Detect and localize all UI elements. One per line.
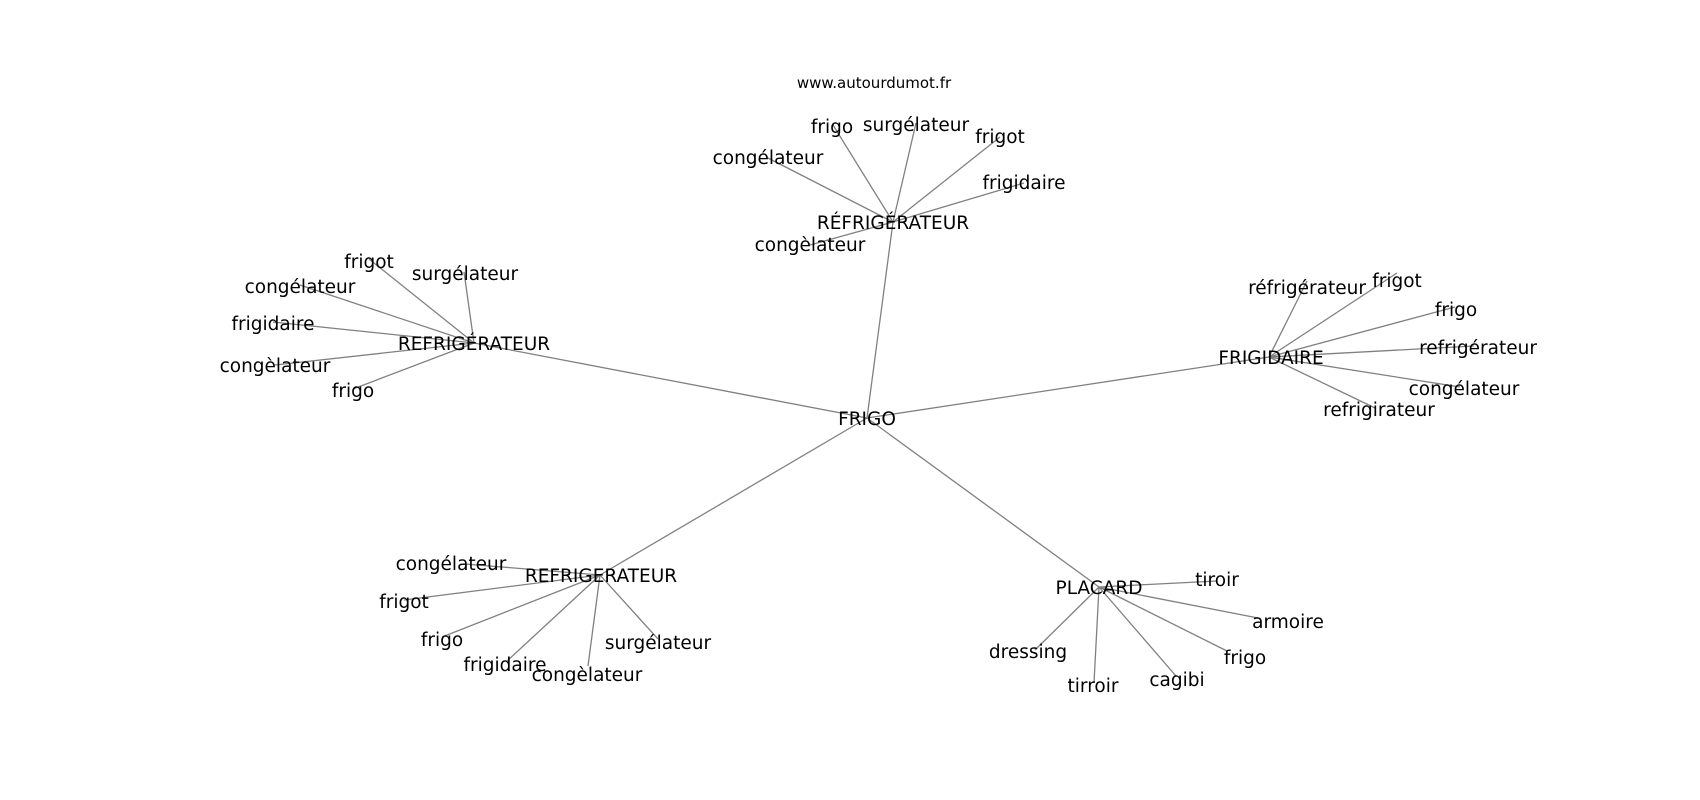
edge-root-cluster-2 (473, 342, 868, 419)
cluster-2-leaf-1: frigot (344, 252, 394, 273)
cluster-1-leaf-1: frigo (811, 117, 853, 138)
cluster-4-leaf-2: frigot (379, 592, 429, 613)
cluster-3-leaf-3: frigo (1435, 300, 1477, 321)
cluster-5-leaf-5: tirroir (1068, 676, 1119, 697)
edge-root-cluster-5 (866, 417, 1100, 588)
cluster-2-leaf-5: congèlateur (220, 356, 331, 377)
cluster-2-leaf-6: frigo (332, 381, 374, 402)
cluster-5-leaf-4: cagibi (1149, 670, 1204, 691)
cluster-1-leaf-6: congèlateur (755, 235, 866, 256)
edge-cluster-3-leaf-1 (1268, 280, 1308, 358)
cluster-2-leaf-4: frigidaire (232, 314, 315, 335)
cluster-4-leaf-1: congélateur (396, 554, 507, 575)
cluster-3-hub: FRIGIDAIRE (1218, 348, 1323, 369)
edge-root-cluster-4 (599, 417, 868, 576)
edge-cluster-2-leaf-3 (299, 284, 475, 344)
edge-root-cluster-3 (866, 356, 1270, 419)
cluster-4-leaf-5: congèlateur (532, 665, 643, 686)
edge-cluster-5-leaf-1 (1098, 580, 1218, 588)
root-node: FRIGO (838, 409, 896, 430)
cluster-3-leaf-4: refrigérateur (1419, 338, 1537, 359)
cluster-2: frigot surgélateur congélateur frigidair… (220, 252, 551, 402)
edge-cluster-2-leaf-1 (368, 258, 475, 344)
cluster-3-leaf-6: refrigirateur (1323, 400, 1435, 421)
edge-cluster-1-leaf-3 (892, 136, 1001, 223)
edge-cluster-5-leaf-5 (1093, 586, 1100, 684)
cluster-5-leaf-2: armoire (1252, 612, 1324, 633)
graph-body: frigo surgélateur frigot congélateur fri… (220, 115, 1538, 697)
cluster-5-leaf-1: tiroir (1195, 570, 1239, 591)
edge-cluster-3-leaf-5 (1268, 356, 1461, 388)
edge-cluster-1-leaf-5 (892, 182, 1025, 223)
cluster-5-leaf-3: frigo (1224, 648, 1266, 669)
cluster-1-leaf-3: frigot (975, 127, 1025, 148)
edge-root-cluster-1 (866, 221, 894, 419)
cluster-4: congélateur frigot frigo frigidaire cong… (379, 554, 711, 686)
edge-cluster-4-leaf-2 (403, 574, 601, 601)
cluster-3-leaf-1: réfrigérateur (1248, 278, 1366, 299)
edge-cluster-3-leaf-6 (1268, 356, 1376, 409)
edge-cluster-4-leaf-3 (441, 574, 601, 638)
edge-cluster-1-leaf-1 (832, 124, 894, 223)
cluster-4-hub: REFRIGERATEUR (525, 566, 677, 587)
edge-cluster-1-leaf-2 (892, 122, 917, 223)
edge-cluster-5-leaf-2 (1098, 586, 1259, 619)
cluster-4-leaf-6: surgélateur (605, 633, 712, 654)
edge-cluster-4-leaf-1 (464, 563, 601, 576)
edge-cluster-2-leaf-5 (274, 342, 475, 366)
cluster-2-leaf-2: surgélateur (412, 264, 519, 285)
edge-cluster-3-leaf-2 (1268, 272, 1398, 358)
edge-cluster-2-leaf-4 (272, 321, 475, 344)
edge-cluster-5-leaf-3 (1098, 586, 1228, 652)
edge-cluster-5-leaf-6 (1034, 586, 1100, 651)
edge-cluster-2-leaf-2 (463, 271, 475, 344)
cluster-3: réfrigérateur frigot frigo refrigérateur… (1218, 271, 1537, 421)
cluster-4-leaf-4: frigidaire (464, 655, 547, 676)
edge-cluster-4-leaf-4 (505, 574, 601, 663)
edge-cluster-4-leaf-5 (587, 574, 601, 667)
root-edges (473, 221, 1270, 588)
cluster-1-leaf-4: congélateur (713, 148, 824, 169)
cluster-5-leaf-6: dressing (989, 642, 1067, 663)
cluster-1-leaf-2: surgélateur (863, 115, 970, 136)
cluster-1-leaf-5: frigidaire (983, 173, 1066, 194)
cluster-2-hub: REFRIGÉRATEUR (398, 333, 550, 355)
cluster-5-hub: PLACARD (1056, 578, 1143, 599)
edge-cluster-1-leaf-4 (767, 157, 894, 223)
cluster-1: frigo surgélateur frigot congélateur fri… (713, 115, 1066, 256)
cluster-5: tiroir armoire frigo cagibi tirroir dres… (989, 570, 1324, 697)
edge-cluster-5-leaf-4 (1098, 586, 1177, 677)
cluster-2-leaf-3: congélateur (245, 277, 356, 298)
site-watermark: www.autourdumot.fr (797, 74, 952, 92)
cluster-3-leaf-2: frigot (1372, 271, 1422, 292)
edge-cluster-2-leaf-6 (352, 342, 475, 390)
edge-cluster-4-leaf-6 (599, 574, 659, 640)
edge-cluster-3-leaf-3 (1268, 306, 1456, 358)
cluster-3-leaf-5: congélateur (1409, 379, 1520, 400)
cluster-1-hub: RÉFRIGÉRATEUR (817, 212, 969, 234)
edge-cluster-3-leaf-4 (1268, 345, 1475, 358)
cluster-4-leaf-3: frigo (421, 630, 463, 651)
edge-cluster-1-leaf-6 (809, 221, 894, 246)
